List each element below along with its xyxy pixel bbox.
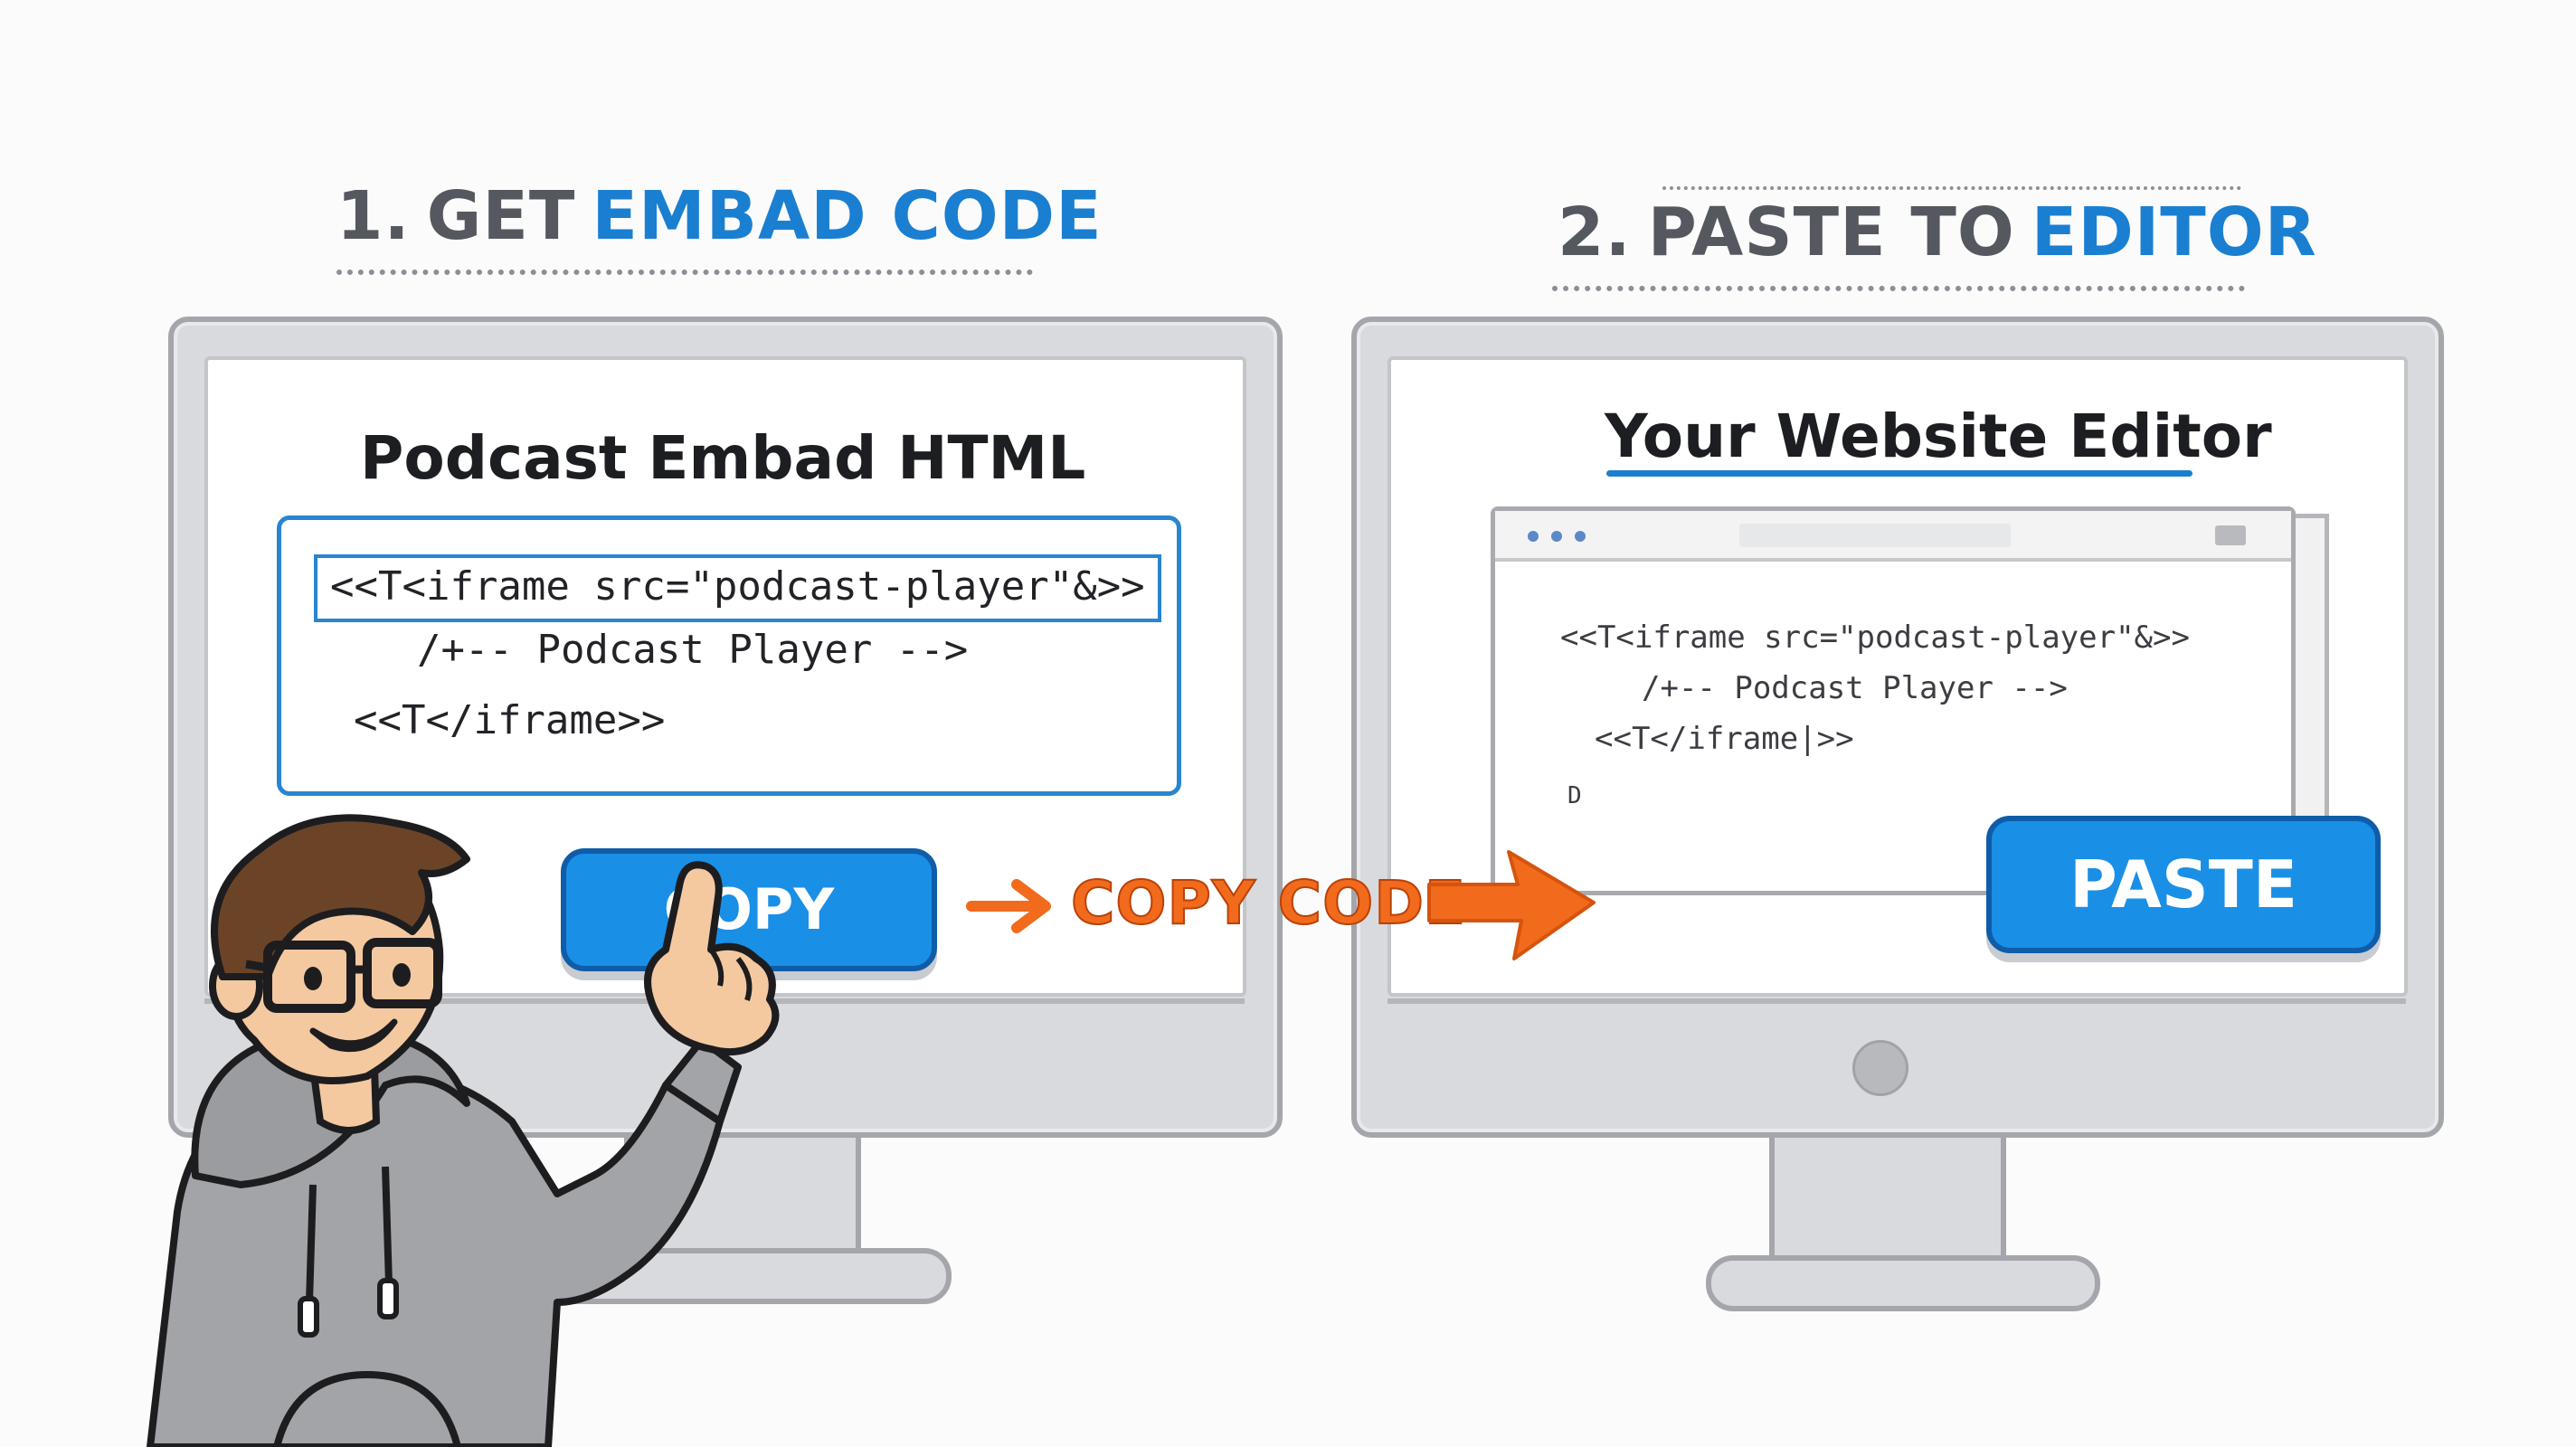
editor-code-line-2: /+-- Podcast Player --> [1642,670,2068,706]
window-dot-icon [1551,531,1562,542]
step1-underline [336,270,1033,275]
right-monitor-chin-line [1387,998,2406,1004]
embed-code-box[interactable]: <<T<iframe src="podcast-player"&>> /+-- … [277,515,1181,796]
step2-underline [1552,286,2245,291]
window-button-icon[interactable] [2215,525,2246,545]
step2-text: PASTE TO [1647,194,2015,271]
right-monitor-neck [1769,1125,2006,1266]
step1-highlight: EMBAD CODE [592,177,1103,255]
left-screen-title: Podcast Embad HTML [360,423,1086,493]
window-dot-icon [1575,531,1586,542]
step2-underline-top [1662,186,2241,190]
glasses-icon [245,938,442,1013]
right-monitor-base [1706,1255,2100,1311]
address-bar[interactable] [1739,524,2011,547]
step2-highlight: EDITOR [2031,194,2317,271]
right-screen-title: Your Website Editor [1605,402,2272,471]
editor-title-bar [1495,511,2291,562]
text-cursor-icon: D [1567,782,1582,809]
editor-code-line-3: <<T</iframe|>> [1595,721,1854,757]
right-title-underline [1606,470,2192,477]
paste-button[interactable]: PASTE [1986,816,2381,953]
presenter-character [147,814,780,1447]
copy-code-label: COPY CODE [1070,867,1467,939]
arrow-right-small-icon [966,879,1051,933]
step1-number: 1. [336,177,411,255]
editor-code-line-1: <<T<iframe src="podcast-player"&>> [1560,619,2190,656]
step2-number: 2. [1558,194,1632,271]
code-line-2: /+-- Podcast Player --> [417,627,969,673]
arrow-right-large-icon [1427,850,1596,960]
pointing-hand-icon [644,861,780,1056]
right-monitor-screen: Your Website Editor <<T<iframe src="podc… [1387,356,2408,997]
window-dot-icon [1528,531,1539,542]
step1-text: GET [426,177,576,255]
monitor-logo-dot [1852,1040,1908,1096]
code-line-1: <<T<iframe src="podcast-player"&>> [314,554,1161,622]
right-monitor: Your Website Editor <<T<iframe src="podc… [1351,317,2444,1138]
code-line-3: <<T</iframe>> [354,697,666,743]
